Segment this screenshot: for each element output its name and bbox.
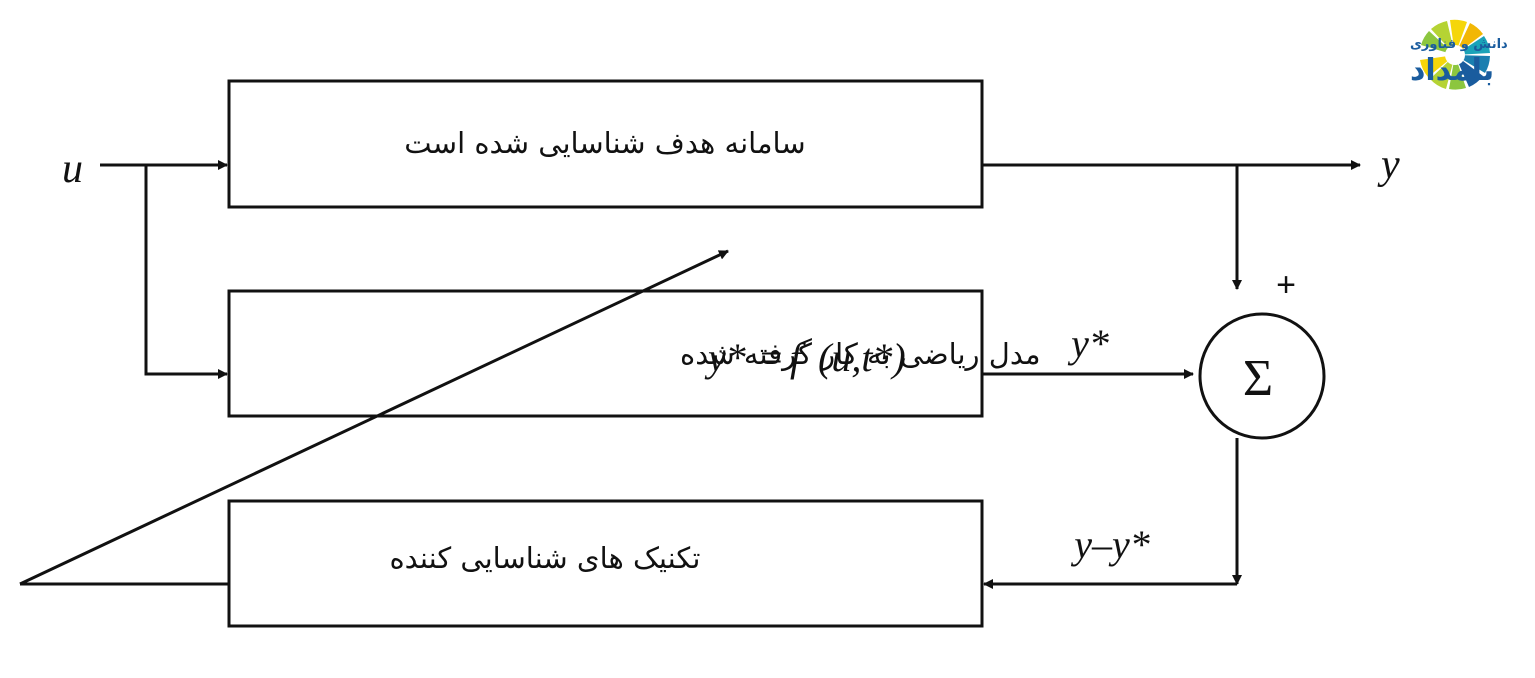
identification-techniques-block <box>227 499 984 628</box>
input-signal-label: u <box>62 146 83 192</box>
input-branch-to-model <box>144 165 228 379</box>
equation-arguments: (u,t*) <box>818 335 906 380</box>
equation-lhs: y* <box>704 335 746 380</box>
target-system-label: سامانه هدف شناسایی شده است <box>404 126 805 160</box>
logo-brand: بامداد <box>1410 53 1494 88</box>
logo-subtitle: دانش و فناوری <box>1410 37 1508 52</box>
summing-junction <box>1198 312 1326 440</box>
identification-techniques-label: تکنیک های شناسایی کننده <box>389 541 700 575</box>
adjustment-arrow-line <box>19 249 729 586</box>
target-system-block <box>227 79 984 209</box>
math-model-block <box>227 289 984 418</box>
summing-junction-symbol: Σ <box>1243 350 1273 407</box>
logo-sunburst-icon <box>1420 19 1490 90</box>
math-model-label: مدل ریاضی به کار گرفته شده <box>680 337 1041 371</box>
error-signal-label: y–y* <box>1070 522 1150 567</box>
model-output-label: y* <box>1067 321 1109 366</box>
summer-plus-sign: + <box>1276 266 1296 304</box>
logo: دانش و فناوری بامداد <box>1410 19 1508 90</box>
output-signal-label: y <box>1377 142 1400 188</box>
equation-equals: = <box>760 335 783 380</box>
